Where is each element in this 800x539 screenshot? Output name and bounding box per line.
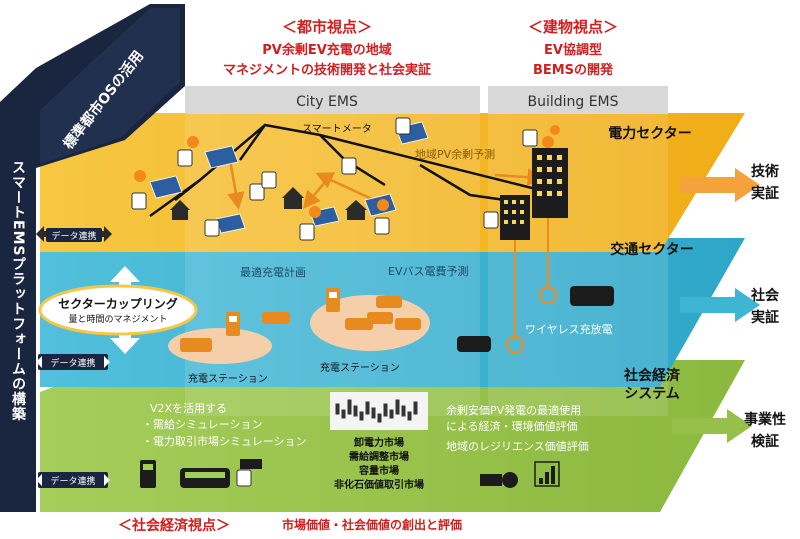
- smart-meter-icon: [236, 459, 262, 487]
- charging-station-label-2: 充電ステーション: [320, 361, 400, 374]
- market-label-3: 容量市場: [358, 464, 399, 477]
- data-link-badge-socio: データ連携: [36, 472, 110, 488]
- optimal-charging-plan-label: 最適充電計画: [240, 265, 306, 279]
- smart-meter-label: スマートメータ: [302, 123, 372, 135]
- smart-meter-icon: [131, 117, 538, 241]
- data-link-label-1: データ連携: [51, 230, 96, 242]
- building-charger-links: [514, 218, 549, 340]
- market-chart: [330, 392, 428, 430]
- v2x-item-2: ・電力取引市場シミュレーション: [142, 434, 307, 448]
- footer-view-heading: ＜社会経済視点＞: [118, 517, 230, 534]
- office-building-icon: [532, 148, 568, 218]
- v2x-item-1: ・需給シミュレーション: [142, 417, 263, 431]
- building-view-heading: ＜建物視点＞: [528, 18, 618, 36]
- power-sector-label: 電力セクター: [608, 125, 691, 142]
- charging-station-area-1: [168, 328, 272, 364]
- money-icon: [480, 472, 518, 488]
- building-ems-label: Building EMS: [527, 94, 618, 110]
- city-view-desc-2: マネジメントの技術開発と社会実証: [223, 62, 431, 78]
- ev-charger-icon: [140, 460, 156, 488]
- city-view-desc-1: PV余剰EV充電の地域: [262, 42, 392, 58]
- house-icon: [345, 200, 367, 220]
- building-view-desc-2: BEMSの開発: [533, 62, 614, 78]
- ev-bus-forecast-label: EVバス電費予測: [388, 264, 468, 278]
- vertical-title: スマートEMSプラットフォームの構築: [10, 160, 27, 422]
- city-ems-header: [185, 86, 480, 114]
- data-link-label-2: データ連携: [50, 357, 95, 369]
- city-ems-label: City EMS: [296, 94, 358, 110]
- building-view-desc-1: EV協調型: [544, 42, 602, 58]
- footer-description: 市場価値・社会価値の創出と評価: [282, 517, 462, 532]
- power-layer: [40, 113, 745, 252]
- market-label-4: 非化石価値取引市場: [334, 478, 424, 491]
- v2x-title: V2Xを活用する: [150, 402, 227, 415]
- outcome-arrow-social: [680, 288, 760, 322]
- resilience-text: 地域のレジリエンス価値評価: [446, 439, 589, 453]
- market-label-2: 需給調整市場: [349, 450, 409, 463]
- data-link-label-3: データ連携: [50, 475, 95, 487]
- market-label-1: 卸電力市場: [354, 436, 404, 449]
- social-demo-label-1: 社会: [750, 287, 780, 304]
- candlestick-marks: [335, 399, 418, 423]
- social-demo-label-2: 実証: [751, 309, 779, 326]
- house-icon: [170, 200, 190, 220]
- charging-station-label-1: 充電ステーション: [188, 372, 268, 385]
- biz-verify-label-1: 事業性: [744, 411, 786, 428]
- city-view-heading: ＜都市視点＞: [282, 18, 372, 36]
- left-navy-banner: [0, 68, 36, 512]
- wireless-charging-label: ワイヤレス充放電: [525, 322, 613, 336]
- sector-coupling-box: [38, 284, 198, 336]
- tech-demo-label-2: 実証: [751, 185, 779, 202]
- house-icon: [282, 187, 304, 209]
- sun-icon: [134, 125, 560, 218]
- biz-verify-label-2: 検証: [751, 433, 779, 450]
- building-ems-column: [488, 86, 668, 416]
- building-ems-header: [488, 86, 668, 114]
- pv-use-text-1: 余剰安価PV発電の最適使用: [446, 403, 581, 417]
- bus-icon: [180, 286, 614, 352]
- bar-growth-icon: [534, 461, 560, 487]
- office-building-icon: [500, 195, 530, 240]
- tech-demo-label-1: 技術: [751, 163, 779, 180]
- charger-icon: [226, 288, 340, 336]
- outcome-arrow-business: [672, 409, 752, 443]
- sector-coupling-sub: 量と時間のマネジメント: [68, 314, 167, 325]
- bus-icon: [180, 468, 230, 488]
- data-link-badge-transport: データ連携: [36, 354, 110, 370]
- outcome-arrow-tech: [680, 168, 760, 202]
- data-link-badge-power: データ連携: [36, 226, 112, 242]
- regional-pv-label: 地域PV余剰予測: [415, 147, 495, 161]
- pv-use-text-2: による経済・環境価値評価: [446, 419, 578, 433]
- os-banner-face: [40, 8, 180, 164]
- socio-sector-label-2: システム: [624, 386, 680, 402]
- transport-sector-label: 交通セクター: [610, 241, 693, 258]
- sector-coupling-title: セクターカップリング: [58, 296, 178, 311]
- socio-sector-label-1: 社会経済: [623, 367, 681, 384]
- wireless-charger-icon: [506, 286, 557, 354]
